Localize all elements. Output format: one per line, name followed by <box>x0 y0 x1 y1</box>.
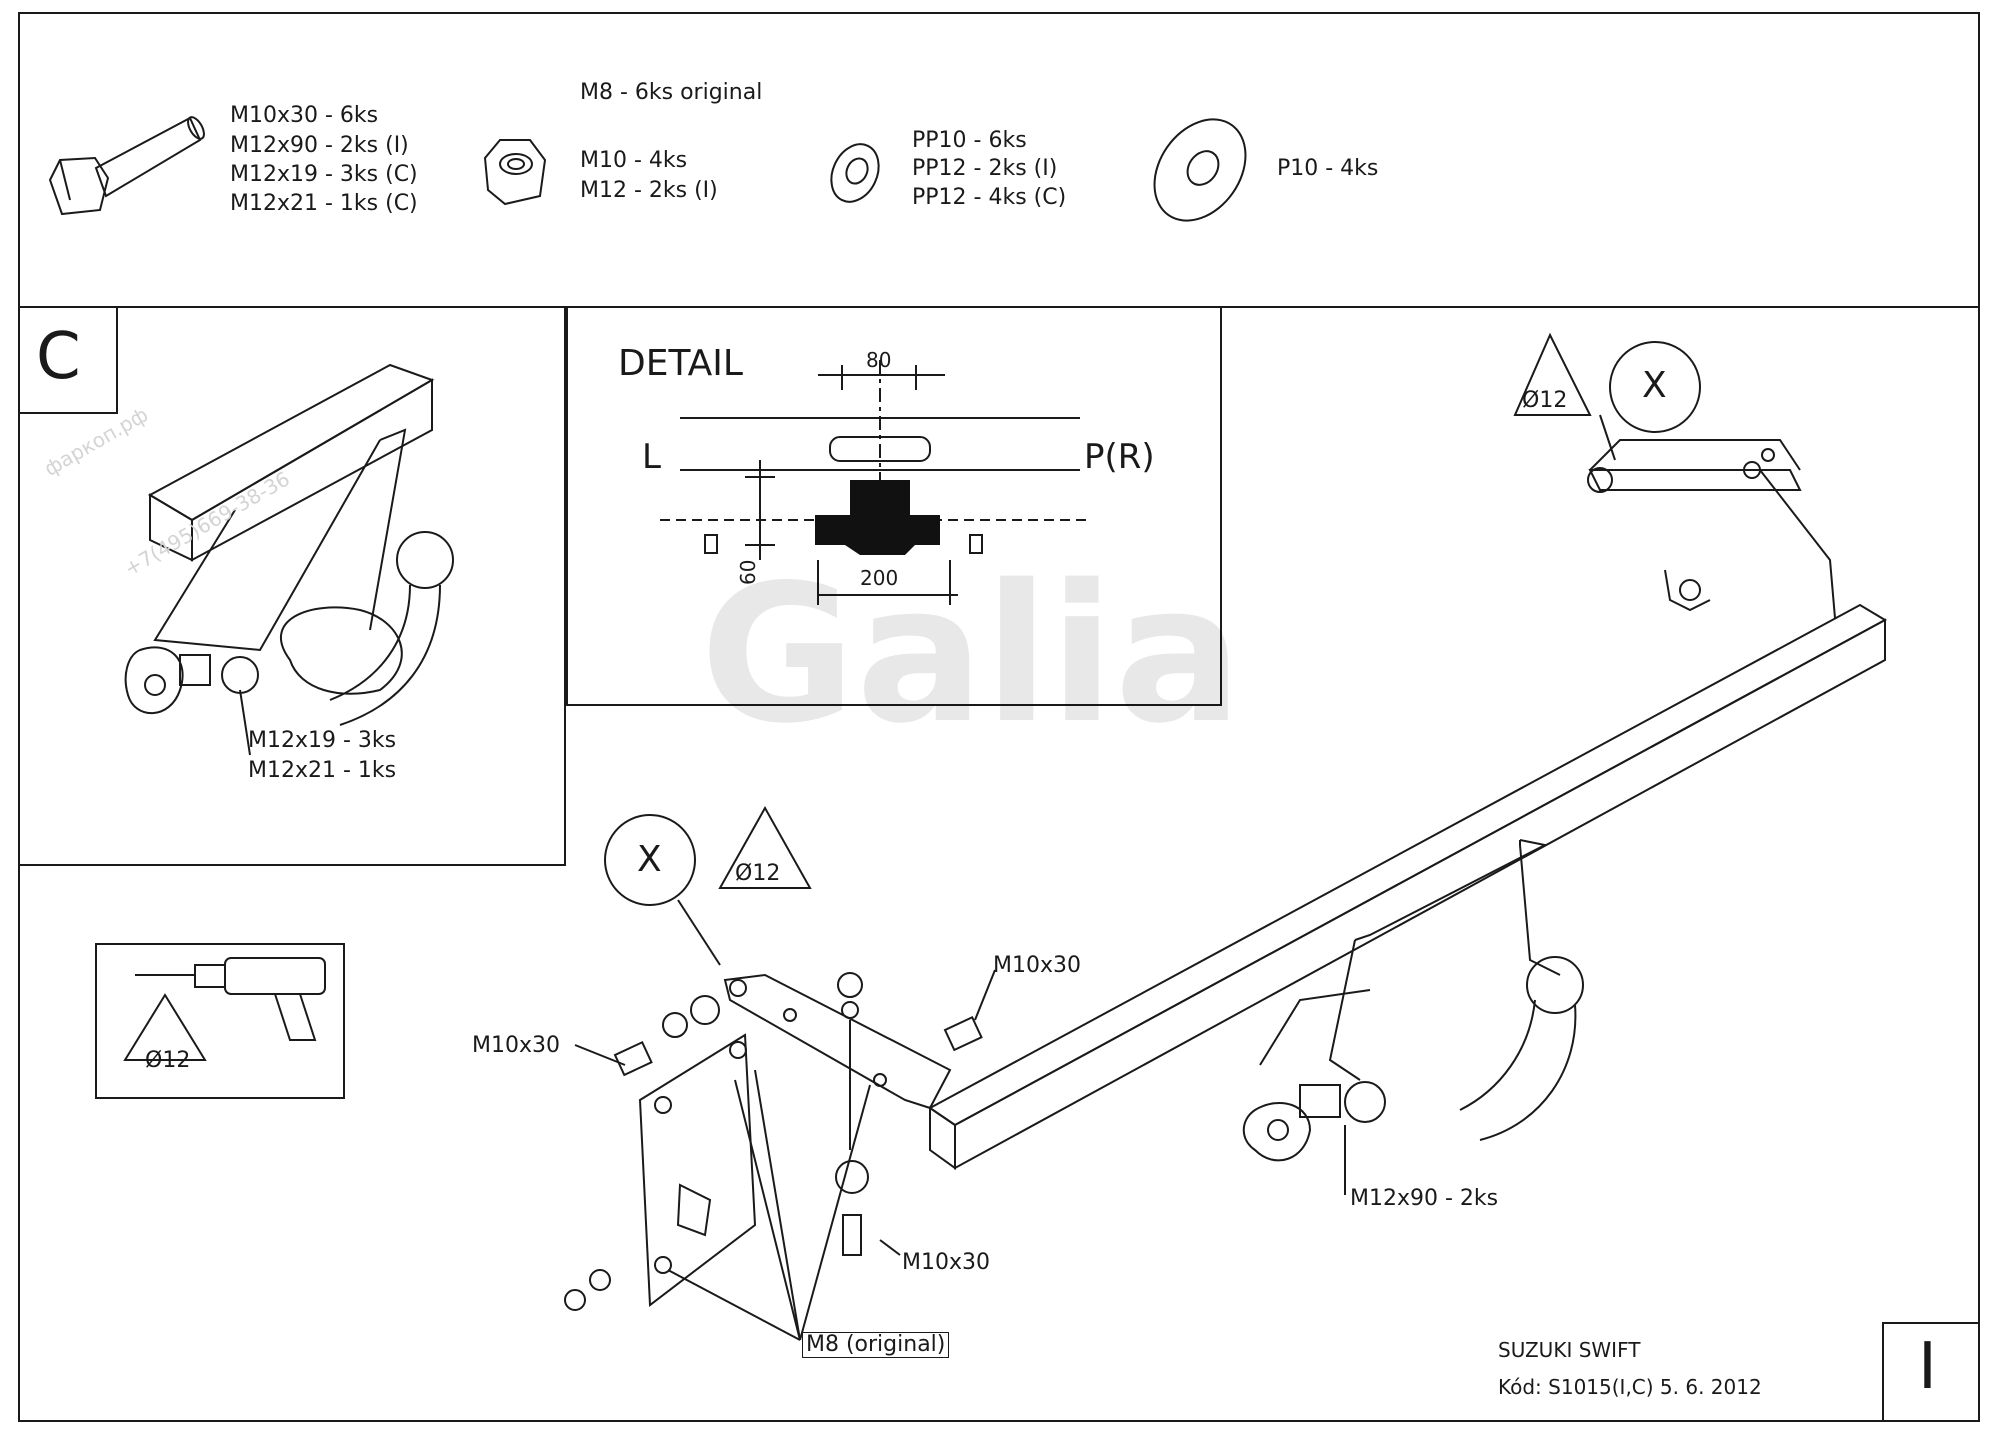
washer-line-1: PP10 - 6ks <box>912 128 1027 153</box>
parts-divider <box>18 306 1980 308</box>
panel-c-frame <box>18 306 566 866</box>
x-circle-main <box>604 814 696 906</box>
x-circle-top <box>1609 341 1701 433</box>
detail-dim-200: 200 <box>860 566 899 590</box>
bolt-line-2: M12x90 - 2ks (I) <box>230 133 409 158</box>
nut-line-1: M10 - 4ks <box>580 148 688 173</box>
sheet-box <box>1882 1322 1980 1422</box>
nut-line-2: M12 - 2ks (I) <box>580 178 718 203</box>
washer-icon <box>830 143 880 203</box>
sheet-number: I <box>1918 1330 1937 1404</box>
washer-line-2: PP12 - 2ks (I) <box>912 156 1058 181</box>
bolt-icon <box>48 116 205 216</box>
panel-c-label: C <box>36 320 81 394</box>
tri-label-main: Ø12 <box>735 861 781 886</box>
detail-title: DETAIL <box>618 343 743 384</box>
watermark-logo: Galia <box>700 544 1243 765</box>
bolt-label-m12: M12x90 - 2ks <box>1350 1186 1499 1211</box>
detail-frame <box>566 306 1222 706</box>
nut-icon <box>483 139 547 206</box>
drill-box <box>95 943 345 1099</box>
nut-label-m8: M8 (original) <box>802 1332 950 1358</box>
bolt-line-1: M10x30 - 6ks <box>230 103 379 128</box>
loose-fasteners <box>564 972 983 1311</box>
x-label-main: X <box>637 839 662 880</box>
drill-label: Ø12 <box>145 1048 191 1073</box>
detail-right-label: P(R) <box>1084 437 1155 477</box>
bolt-label-bottom: M10x30 <box>902 1250 990 1275</box>
panel-c-bolt-2: M12x21 - 1ks <box>248 758 397 783</box>
drill-icon <box>123 957 326 1061</box>
leader-lines <box>574 414 1616 1341</box>
detail-block <box>815 480 940 555</box>
nuts-title: M8 - 6ks original <box>580 80 763 105</box>
drill-triangle-main <box>718 805 812 889</box>
panel-c-label-box <box>18 306 118 414</box>
tri-label-top: Ø12 <box>1522 388 1568 413</box>
detail-left-label: L <box>642 437 661 477</box>
bolt-label-left: M10x30 <box>472 1033 560 1058</box>
panel-c-bolt-1: M12x19 - 3ks <box>248 728 397 753</box>
washer-line-3: PP12 - 4ks (C) <box>912 185 1067 210</box>
main-tow-bar <box>638 439 1888 1307</box>
vehicle-name: SUZUKI SWIFT <box>1498 1338 1641 1362</box>
panel-c-drawing <box>124 363 454 756</box>
bolt-label-top: M10x30 <box>993 953 1081 978</box>
x-label-top: X <box>1642 365 1667 406</box>
bolt-line-4: M12x21 - 1ks (C) <box>230 191 418 216</box>
drill-triangle-top <box>1513 332 1592 416</box>
big-washer-icon <box>1153 118 1247 222</box>
bolt-line-3: M12x19 - 3ks (C) <box>230 162 418 187</box>
detail-dim-80: 80 <box>866 348 892 372</box>
drawing-code: Kód: S1015(I,C) 5. 6. 2012 <box>1498 1375 1762 1399</box>
big-washer-line: P10 - 4ks <box>1277 156 1379 181</box>
